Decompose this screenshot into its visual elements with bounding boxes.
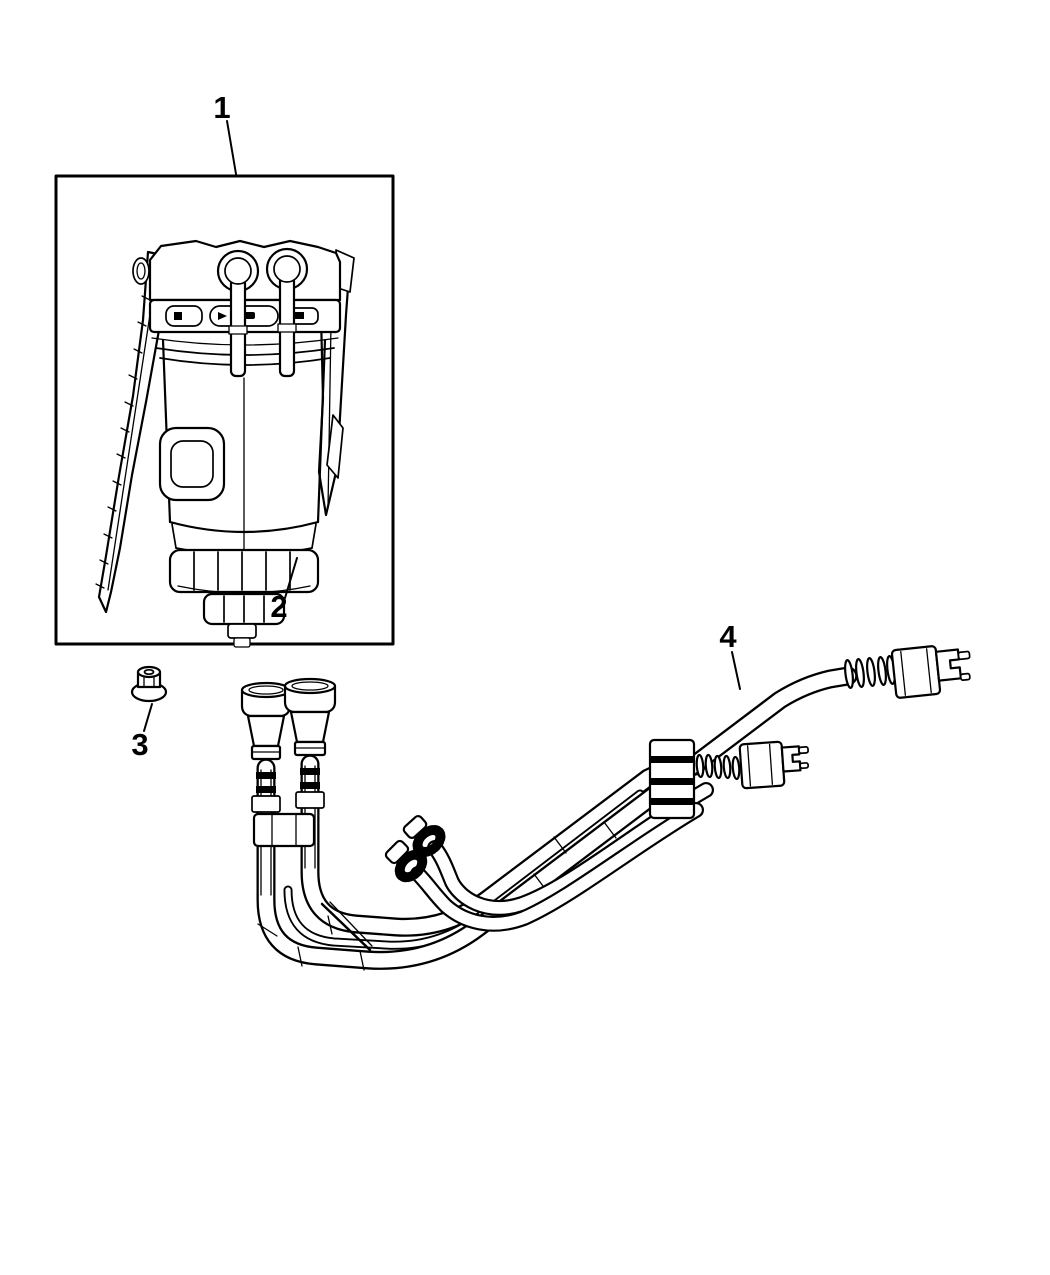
head-label-band	[165, 305, 319, 327]
callout-3-leader	[143, 703, 153, 732]
callout-1-label: 1	[213, 90, 230, 125]
bracket-hatching	[95, 295, 151, 589]
fuel-filter-drawing	[95, 239, 355, 648]
tube-clamp-block	[648, 738, 696, 820]
bend-segment-lines	[257, 821, 617, 971]
vertical-fitting-left	[240, 681, 292, 813]
fitting-clamp-bracket	[252, 812, 316, 848]
quick-connect-middle	[695, 740, 810, 790]
callout-2-label: 2	[270, 589, 287, 624]
callout-3-label: 3	[131, 727, 148, 762]
callout-4-leader	[731, 651, 741, 690]
callout-4-label: 4	[719, 619, 737, 654]
fuel-tube-bundle-drawing	[240, 645, 971, 971]
detail-box-frame	[54, 174, 395, 646]
callouts: 1 2 3 4	[131, 90, 741, 762]
callout-1-leader	[226, 120, 237, 175]
flange-nut-drawing	[130, 665, 168, 703]
filter-ports	[216, 247, 309, 378]
quick-connect-upper-right	[844, 645, 971, 699]
callout-2-leader	[284, 557, 298, 599]
knurled-stub-fitting-lower	[384, 839, 428, 883]
vertical-fitting-right	[283, 677, 337, 809]
